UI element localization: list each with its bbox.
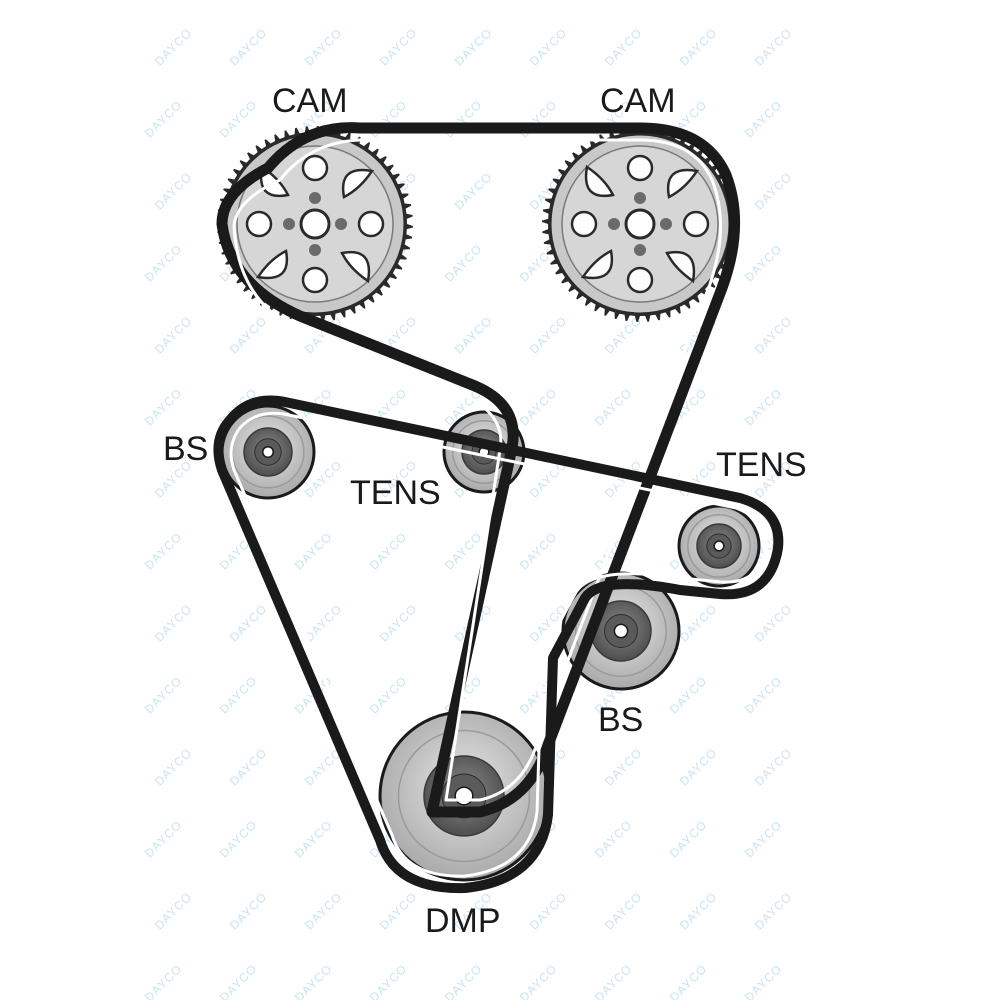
tens-mid-label: TENS (350, 474, 441, 512)
balance-shaft-pulley-left (220, 404, 316, 500)
tens-right-label: TENS (716, 446, 807, 484)
timing-belt-main-inner (232, 138, 723, 802)
balance-shaft-belt-inner (229, 411, 768, 878)
cam-left-label: CAM (272, 82, 348, 120)
bs-right-label: BS (598, 701, 644, 739)
timing-belt-main (216, 122, 741, 818)
bs-left-label: BS (163, 430, 209, 468)
cam-right-label: CAM (600, 82, 676, 120)
cam-gear-right (542, 126, 738, 322)
balance-shaft-belt (213, 395, 784, 894)
dmp-label: DMP (425, 902, 501, 940)
cam-gear-left (217, 126, 413, 322)
tensioner-pulley-right (677, 504, 761, 588)
